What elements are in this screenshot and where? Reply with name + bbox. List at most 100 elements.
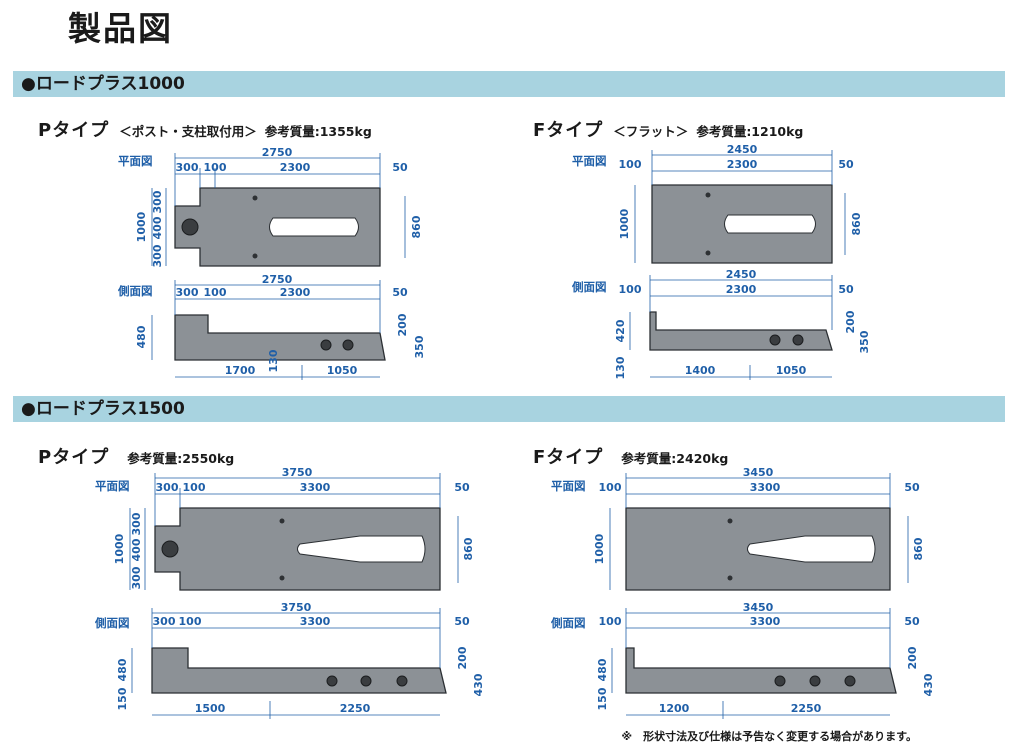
dim-step: 200 <box>396 313 409 336</box>
lifting-hole <box>774 675 786 687</box>
plan-drawing-1000-p: 2750 300 100 2300 50 1000 300 400 300 86… <box>135 146 423 267</box>
dim-a: 300 <box>176 161 199 174</box>
dim-foot: 130 <box>614 356 627 379</box>
dim-b: 100 <box>599 481 622 494</box>
plan-view-label: 平面図 <box>95 479 130 493</box>
dim-total: 2750 <box>262 146 293 159</box>
dim-a: 300 <box>153 615 176 628</box>
lifting-hole <box>342 339 354 351</box>
dim-mid: 3300 <box>750 615 781 628</box>
side-drawing-1000-p: 2750 300 100 2300 50 480 200 350 130 170… <box>135 273 426 380</box>
dim-b: 100 <box>619 283 642 296</box>
dim-h-top: 300 <box>130 512 143 535</box>
type-heading-1500-p: Pタイプ 参考質量:2550kg <box>38 443 234 469</box>
lifting-hole <box>326 675 338 687</box>
dim-height: 1000 <box>618 208 631 239</box>
type-heading-1000-f: Fタイプ＜フラット＞参考質量:1210kg <box>533 116 803 142</box>
dim-b: 100 <box>599 615 622 628</box>
dim-base-left: 1500 <box>195 702 226 715</box>
side-view-label: 側面図 <box>118 284 153 298</box>
side-drawing-1500-p: 3750 300 100 3300 50 480 200 430 150 150… <box>116 601 485 719</box>
dim-h-mid: 400 <box>151 216 164 239</box>
dim-height: 420 <box>614 319 627 342</box>
dim-b: 100 <box>204 286 227 299</box>
type-name: Fタイプ <box>533 447 604 468</box>
dim-base-left: 1200 <box>659 702 690 715</box>
side-drawing-1000-f: 2450 100 2300 50 420 200 350 130 1400 10… <box>614 268 871 380</box>
lifting-hole <box>844 675 856 687</box>
dim-h-bot: 300 <box>151 244 164 267</box>
dim-end: 50 <box>392 161 408 174</box>
center-slot <box>724 214 816 234</box>
type-name: Fタイプ <box>533 120 604 141</box>
dim-h-mid: 400 <box>130 538 143 561</box>
dim-b: 100 <box>204 161 227 174</box>
dim-height: 1000 <box>113 533 126 564</box>
section-header-1500: ●ロードプラス1500 <box>13 396 1005 422</box>
type-heading-1000-p: Pタイプ ＜ポスト・支柱取付用＞ 参考質量:1355kg <box>38 116 372 142</box>
plan-drawing-1000-f: 2450 100 2300 50 1000 860 <box>618 143 863 264</box>
dim-total: 3450 <box>743 466 774 479</box>
dim-total: 2450 <box>726 268 757 281</box>
block-body <box>625 647 897 694</box>
dim-foot: 130 <box>267 349 280 372</box>
type-name: Pタイプ <box>38 447 110 468</box>
bolt <box>279 518 285 524</box>
dim-step: 200 <box>844 310 857 333</box>
dim-base-right: 2250 <box>791 702 822 715</box>
dim-height: 480 <box>116 658 129 681</box>
dim-slot-height: 860 <box>850 212 863 235</box>
dim-mid: 2300 <box>280 161 311 174</box>
post-hole <box>161 540 179 558</box>
bolt <box>279 575 285 581</box>
footnote: ※ 形状寸法及び仕様は予告なく変更する場合があります。 <box>621 730 917 743</box>
dim-slot-height: 860 <box>410 215 423 238</box>
side-view-label: 側面図 <box>572 280 607 294</box>
center-slot <box>269 217 359 237</box>
dim-total: 2450 <box>727 143 758 156</box>
side-drawing-1500-f: 3450 100 3300 50 480 200 430 150 1200 22… <box>596 601 935 719</box>
type-name: Pタイプ <box>38 120 110 141</box>
dim-base-left: 1700 <box>225 364 256 377</box>
dim-foot: 150 <box>116 687 129 710</box>
dim-step: 200 <box>906 646 919 669</box>
side-view-label: 側面図 <box>95 616 130 630</box>
bolt <box>252 195 258 201</box>
dim-h-top: 300 <box>151 190 164 213</box>
dim-slot-height: 860 <box>912 537 925 560</box>
dim-low: 350 <box>413 335 426 358</box>
dim-end: 50 <box>838 283 854 296</box>
post-hole <box>181 218 199 236</box>
bolt <box>705 192 711 198</box>
page-title: 製品図 <box>68 9 173 48</box>
dim-b: 100 <box>183 481 206 494</box>
dim-end: 50 <box>454 481 470 494</box>
dim-a: 300 <box>176 286 199 299</box>
dim-height: 480 <box>135 325 148 348</box>
block-body <box>649 311 833 351</box>
type-weight: 参考質量:2550kg <box>127 451 235 466</box>
lifting-hole <box>769 334 781 346</box>
dim-total: 2750 <box>262 273 293 286</box>
bolt <box>252 253 258 259</box>
dim-mid: 2300 <box>280 286 311 299</box>
dim-base-left: 1400 <box>685 364 716 377</box>
lifting-hole <box>792 334 804 346</box>
center-slot <box>747 535 876 563</box>
dim-height: 1000 <box>593 533 606 564</box>
lifting-hole <box>320 339 332 351</box>
type-weight: 参考質量:2420kg <box>621 451 729 466</box>
type-note: ＜フラット＞ <box>613 124 689 139</box>
dim-h-bot: 300 <box>130 566 143 589</box>
lifting-hole <box>809 675 821 687</box>
dim-total: 3750 <box>282 466 313 479</box>
plan-drawing-1500-p: 3750 300 100 3300 50 1000 300 400 300 86… <box>113 466 475 591</box>
type-weight: 参考質量:1355kg <box>264 124 372 139</box>
type-note: ＜ポスト・支柱取付用＞ <box>119 124 257 139</box>
plan-drawing-1500-f: 3450 100 3300 50 1000 860 <box>593 466 925 591</box>
bolt <box>727 575 733 581</box>
dim-b: 100 <box>179 615 202 628</box>
lifting-hole <box>360 675 372 687</box>
lifting-hole <box>396 675 408 687</box>
type-heading-1500-f: Fタイプ 参考質量:2420kg <box>533 443 728 469</box>
